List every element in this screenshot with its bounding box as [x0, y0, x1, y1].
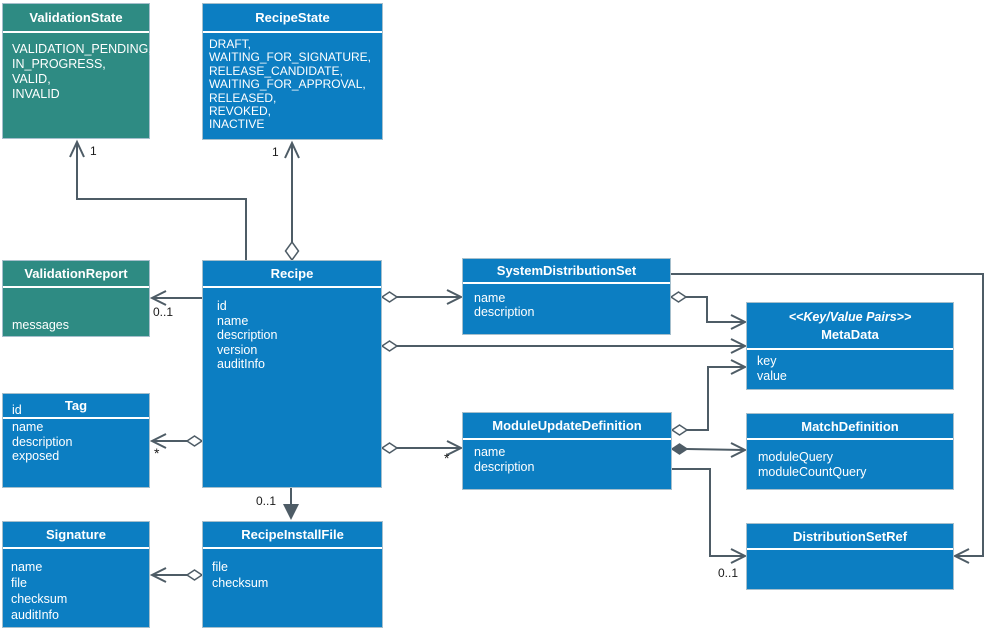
enum-literal: IN_PROGRESS,	[12, 57, 106, 71]
attribute: name	[11, 560, 43, 574]
enum-literal: VALIDATION_PENDING,	[12, 42, 152, 56]
attribute: name	[217, 313, 249, 328]
class-metadata-title: MetaData	[821, 326, 879, 342]
multiplicity-tag: *	[154, 445, 160, 461]
enum-literal: RELEASE_CANDIDATE,	[209, 63, 343, 78]
attribute: name	[474, 445, 506, 459]
attribute: file	[212, 560, 228, 574]
class-matchdefinition: MatchDefinition moduleQuery moduleCountQ…	[746, 413, 954, 490]
edge-recipe-to-validationreport	[149, 290, 202, 306]
attribute: id	[12, 403, 22, 417]
edge-moduleupdatedefinition-to-distributionsetref	[672, 468, 748, 564]
enum-literal: INVALID	[12, 87, 60, 101]
class-distributionsetref: DistributionSetRef	[746, 523, 954, 590]
class-recipestate: RecipeState DRAFT, WAITING_FOR_SIGNATURE…	[202, 3, 383, 140]
multiplicity-validationstate: 1	[90, 144, 97, 158]
enum-literal: REVOKED,	[209, 104, 272, 119]
enum-literal: WAITING_FOR_APPROVAL,	[209, 77, 366, 92]
attribute: name	[12, 420, 44, 434]
attribute: moduleCountQuery	[758, 464, 867, 479]
edge-recipeinstallfile-to-signature	[149, 567, 204, 583]
multiplicity-recipeinstallfile: 0..1	[256, 494, 277, 508]
edge-recipe-to-validationstate	[69, 139, 247, 260]
edge-recipe-to-systemdistributionset	[380, 289, 464, 305]
class-recipeinstallfile-title: RecipeInstallFile	[203, 522, 382, 549]
class-metadata-stereotype: <<Key/Value Pairs>>	[788, 309, 912, 324]
class-recipe: Recipe id name description version audit…	[202, 260, 382, 488]
class-moduleupdatedefinition: ModuleUpdateDefinition name description	[462, 412, 672, 490]
class-metadata: <<Key/Value Pairs>> MetaData key value	[746, 302, 954, 390]
class-metadata-header: <<Key/Value Pairs>> MetaData	[747, 303, 953, 350]
edge-moduleupdatedefinition-to-metadata	[670, 359, 748, 436]
class-moduleupdatedefinition-title: ModuleUpdateDefinition	[463, 413, 671, 440]
edge-recipe-to-recipeinstallfile	[283, 488, 299, 520]
class-signature-title: Signature	[3, 522, 149, 549]
class-systemdistributionset: SystemDistributionSet name description	[462, 258, 671, 335]
attribute: description	[217, 328, 278, 342]
class-distributionsetref-title: DistributionSetRef	[747, 524, 953, 550]
class-signature: Signature name file checksum auditInfo	[2, 521, 150, 628]
attribute: description	[12, 434, 73, 449]
class-validationstate: ValidationState VALIDATION_PENDING, IN_P…	[2, 3, 152, 139]
attribute: file	[11, 576, 27, 590]
class-validationreport-title: ValidationReport	[3, 261, 149, 288]
attribute: name	[474, 291, 506, 305]
edge-systemdistributionset-to-metadata	[669, 291, 748, 330]
class-recipe-title: Recipe	[203, 261, 381, 288]
multiplicity-moduleupdatedefinition: *	[444, 450, 450, 466]
class-systemdistributionset-title: SystemDistributionSet	[463, 259, 670, 284]
attribute: checksum	[212, 576, 269, 590]
class-tag: Tag id name description exposed	[2, 393, 150, 488]
multiplicity-validationreport: 0..1	[153, 305, 174, 319]
attribute: exposed	[12, 449, 60, 463]
attribute: auditInfo	[217, 357, 265, 371]
attribute: version	[217, 342, 258, 357]
attribute: value	[757, 369, 787, 383]
enum-literal: VALID,	[12, 72, 51, 86]
multiplicity-recipestate: 1	[272, 145, 279, 159]
attribute: description	[474, 305, 535, 319]
class-recipestate-title: RecipeState	[203, 4, 382, 33]
enum-literal: RELEASED,	[209, 90, 277, 105]
edge-recipe-to-metadata	[380, 338, 748, 354]
enum-literal: INACTIVE	[209, 117, 265, 132]
multiplicity-distributionsetref: 0..1	[718, 566, 739, 580]
class-recipeinstallfile: RecipeInstallFile file checksum	[202, 521, 383, 628]
enum-literal: WAITING_FOR_SIGNATURE,	[209, 50, 372, 65]
attribute: messages	[12, 318, 69, 332]
class-validationreport: ValidationReport messages	[2, 260, 150, 337]
edge-recipe-to-tag	[149, 433, 204, 449]
class-matchdefinition-title: MatchDefinition	[747, 414, 953, 440]
edge-recipe-to-recipestate	[284, 140, 300, 262]
class-validationstate-title: ValidationState	[3, 4, 149, 33]
attribute: key	[757, 354, 777, 368]
enum-literal: DRAFT,	[209, 37, 251, 51]
attribute: auditInfo	[11, 608, 59, 622]
edge-moduleupdatedefinition-to-matchdefinition	[670, 442, 748, 458]
attribute: id	[217, 299, 227, 313]
class-tag-title: Tag id	[3, 394, 149, 419]
attribute: checksum	[11, 592, 68, 606]
attribute: description	[474, 460, 535, 474]
attribute: moduleQuery	[758, 450, 834, 464]
class-tag-title-text: Tag	[64, 398, 88, 413]
